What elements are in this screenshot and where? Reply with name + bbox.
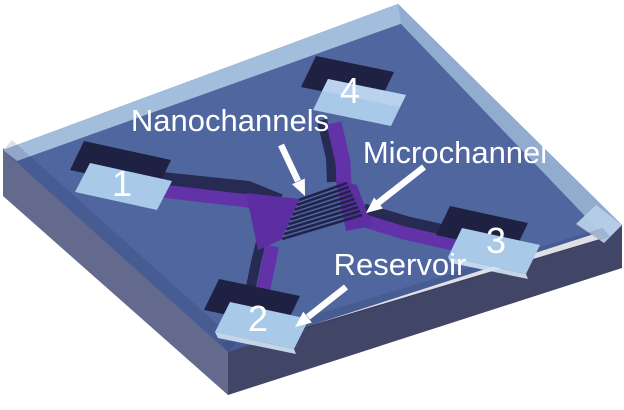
- nanochannel-line: [296, 185, 350, 207]
- reservoir-label: Reservoir: [334, 247, 467, 282]
- nanochannel-line: [292, 193, 354, 216]
- reservoir-4-number: 4: [340, 70, 360, 111]
- nanochannel-line: [285, 205, 359, 231]
- nanochannel-line: [290, 197, 355, 221]
- reservoir-arrow: [295, 284, 349, 327]
- reservoir-2-number: 2: [248, 298, 268, 339]
- microchannel-res4: [326, 121, 352, 187]
- junction-fan-left: [246, 193, 300, 250]
- reservoir-3-number: 3: [486, 220, 506, 261]
- nanochannel-line: [287, 201, 357, 226]
- microchannel-arrow-shaft: [375, 164, 427, 206]
- microchannel-arrow-head: [366, 197, 383, 213]
- reservoir-1-number: 1: [112, 163, 132, 204]
- nanochannel-line: [281, 213, 363, 241]
- nanochannel-lines: [281, 181, 363, 241]
- chip-side-face-left: [3, 148, 228, 395]
- microchannel-wall-res4: [317, 118, 337, 183]
- reservoir-1-floor: [75, 163, 172, 210]
- reservoir-3-floor-edge-highlight: [448, 257, 528, 279]
- reservoir-arrow-shaft: [305, 284, 349, 320]
- chip-bevel-right-corner: [576, 205, 622, 243]
- reservoir-2-floor-edge-highlight: [215, 332, 296, 354]
- reservoir-4-floor-highlight: [322, 79, 406, 107]
- nanochannel-line: [298, 181, 348, 202]
- reservoir-2-floor: [215, 302, 309, 349]
- chip-bevel-top-left: [3, 4, 403, 161]
- reservoir-3-floor: [448, 228, 540, 274]
- reservoir-arrow-head: [295, 311, 312, 327]
- nanochannels-arrow: [278, 143, 305, 196]
- nanochannels-arrow-shaft: [278, 143, 301, 183]
- microchannel-res3: [360, 213, 468, 254]
- microchannel-label: Microchannel: [363, 135, 547, 170]
- chip-bevel-top-right: [398, 4, 622, 239]
- nanochannel-line: [294, 189, 352, 212]
- nanochannels-arrow-head: [292, 178, 305, 196]
- nanochannel-line: [283, 209, 361, 236]
- nanochannels-label: Nanochannels: [131, 103, 329, 138]
- microchannel-arrow: [366, 164, 427, 213]
- top-face-shading-left: [3, 140, 237, 352]
